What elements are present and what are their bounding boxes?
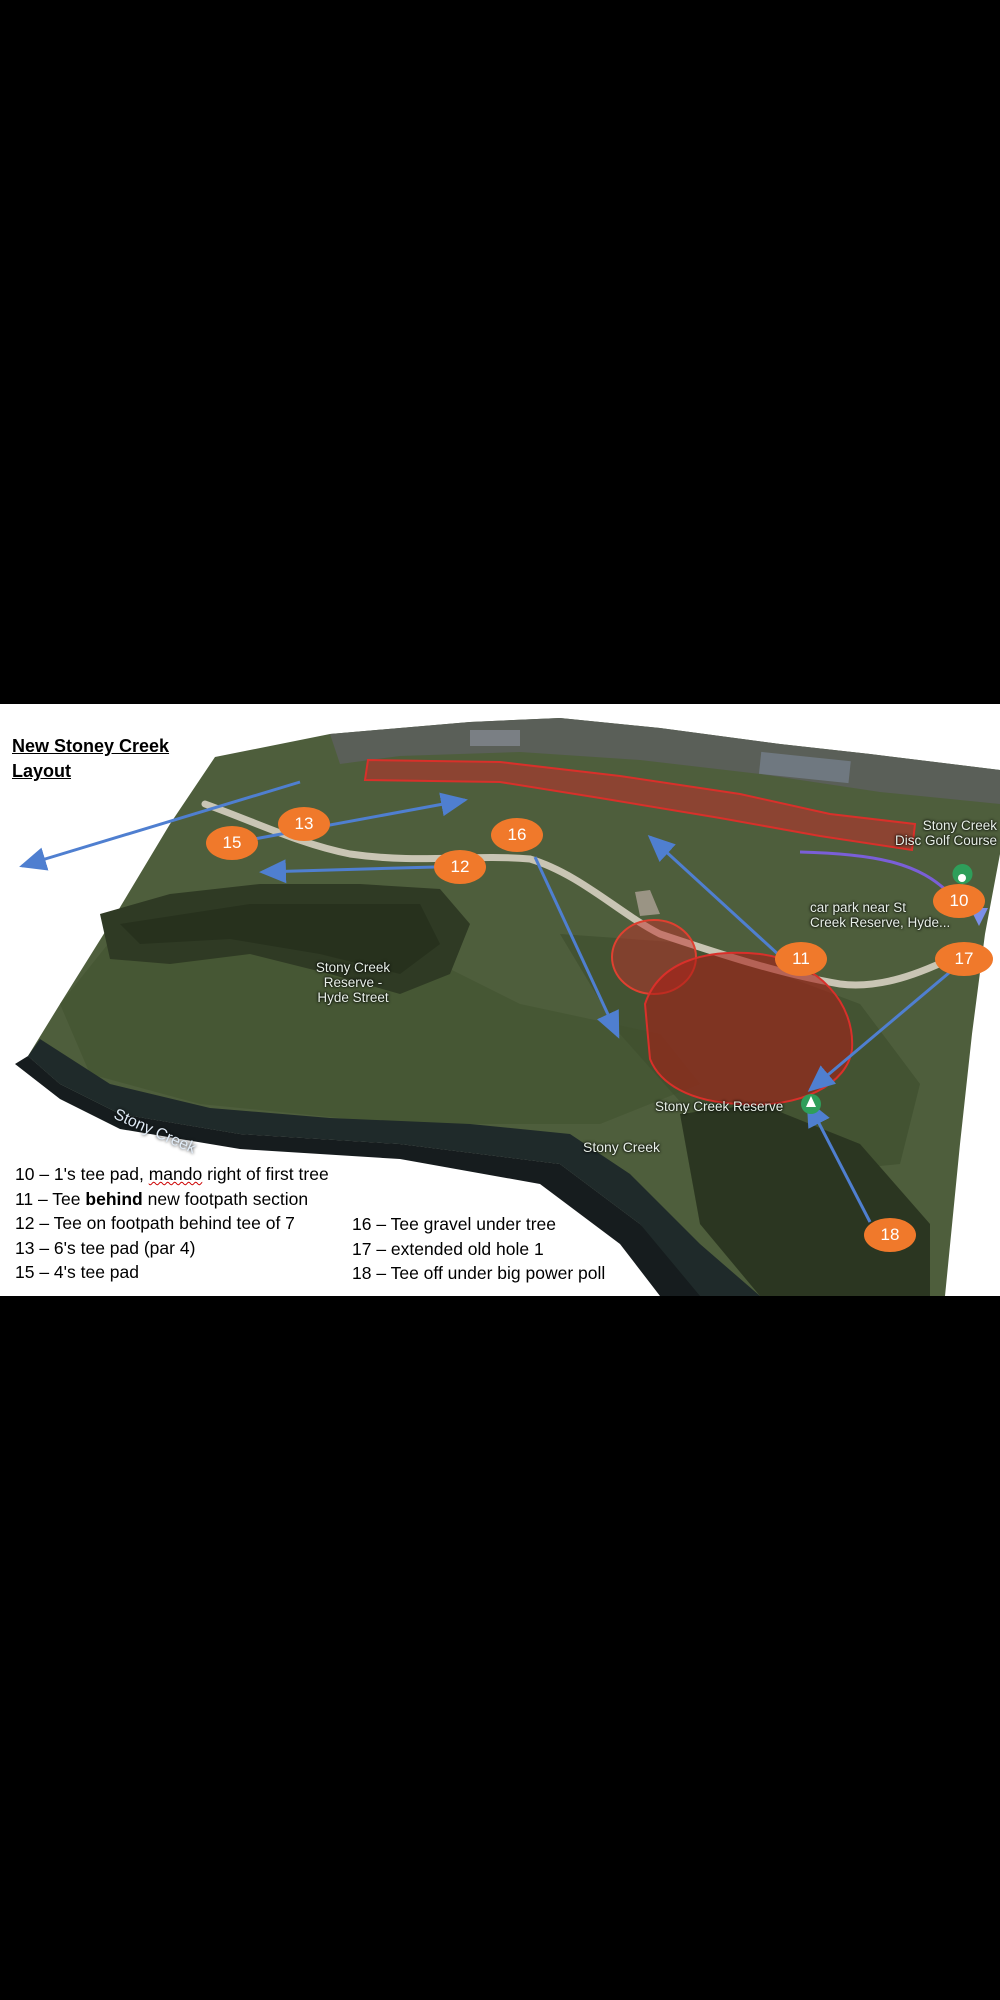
legend-item-10: 10 – 1's tee pad, mando right of first t… [15, 1164, 329, 1184]
legend-item-15: 15 – 4's tee pad [15, 1262, 139, 1282]
legend-item-13: 13 – 6's tee pad (par 4) [15, 1237, 196, 1258]
tee-marker-15: 15 [206, 826, 258, 860]
tee-marker-17: 17 [935, 942, 993, 976]
legend-item-16: 16 – Tee gravel under tree [352, 1214, 556, 1234]
hazard-large-zone [643, 951, 854, 1106]
map-pin-disc-golf [952, 864, 973, 899]
legend-left: 10 – 1's tee pad, mando right of first t… [15, 1162, 329, 1285]
legend-item-17: 17 – extended old hole 1 [352, 1238, 544, 1259]
course-map-panel: New Stoney Creek Layout Stony Creek Rese… [0, 704, 1000, 1296]
hazard-north-strip [363, 758, 917, 852]
legend-item-18: 18 – Tee off under big power poll [352, 1263, 606, 1283]
aerial-map [15, 718, 1000, 1296]
label-reserve-hyde-street: Stony Creek Reserve - Hyde Street [315, 960, 391, 1005]
label-disc-golf-course: Stony Creek Disc Golf Course [894, 818, 997, 848]
throw-arrows [19, 780, 952, 1223]
tee-marker-10: 10 [933, 884, 985, 918]
map-pin-reserve [801, 1094, 821, 1114]
label-car-park: car park near St Creek Reserve, Hyde... [810, 900, 951, 930]
tee-marker-13: 13 [278, 807, 330, 841]
legend-item-11: 11 – Tee behind new footpath section [15, 1188, 309, 1209]
label-creek-small: Stony Creek [583, 1139, 661, 1155]
legend-item-12: 12 – Tee on footpath behind tee of 7 [15, 1213, 295, 1233]
tee-marker-11: 11 [775, 942, 827, 976]
title-line-1: New Stoney Creek [12, 736, 170, 756]
legend-right: 16 – Tee gravel under tree 17 – extended… [352, 1212, 605, 1286]
title-line-2: Layout [12, 761, 72, 781]
tee-marker-18: 18 [864, 1218, 916, 1252]
tee-marker-12: 12 [434, 850, 486, 884]
footpath [201, 800, 964, 989]
label-stony-creek-reserve: Stony Creek Reserve [655, 1099, 784, 1114]
creek [28, 1039, 760, 1296]
tee-marker-16: 16 [491, 818, 543, 852]
map-title: New Stoney Creek Layout [12, 734, 212, 784]
